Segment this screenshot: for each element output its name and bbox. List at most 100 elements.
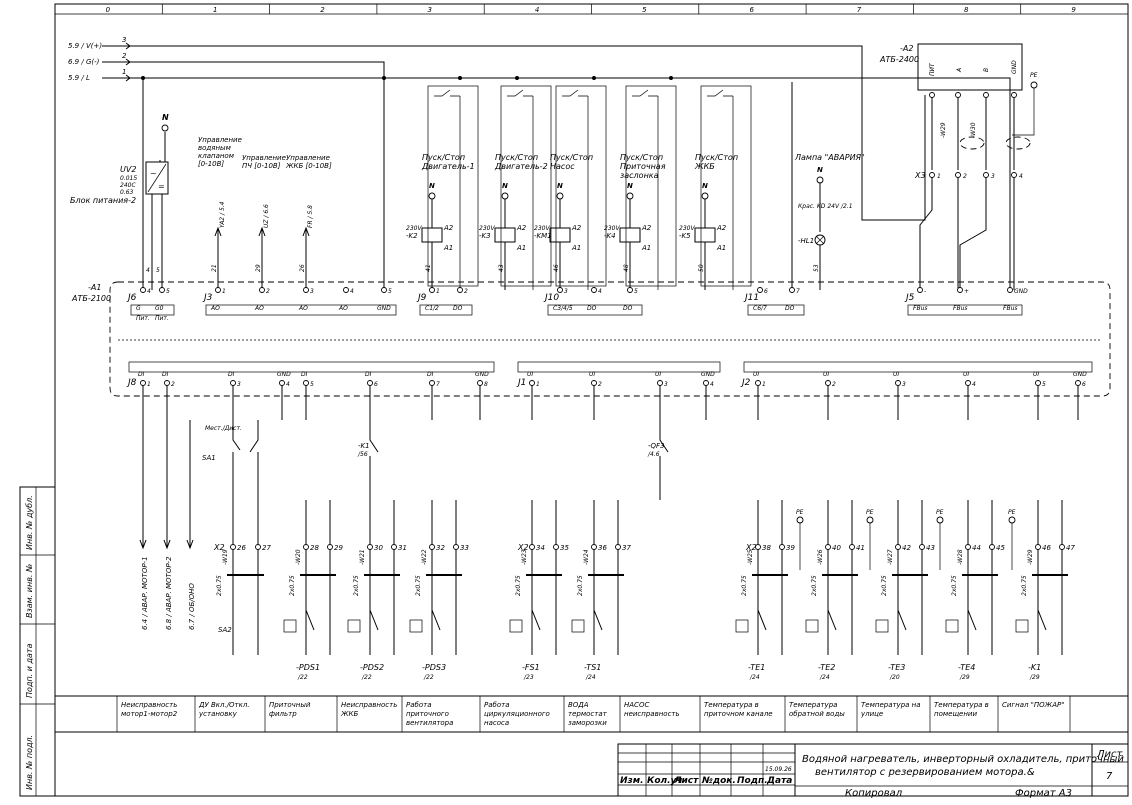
relay-title: ЖКБ [694, 162, 715, 171]
tb-col: Изм. [620, 776, 644, 786]
grid-column-number: 1 [213, 6, 217, 14]
wire-number: 50 [698, 264, 705, 272]
description-text: Неисправность [121, 701, 177, 709]
connector-pin [164, 380, 170, 386]
relay-title: Насос [550, 162, 575, 171]
tb-sheet-number: 7 [1106, 771, 1113, 782]
field-wire [531, 500, 557, 544]
sensor-ref: -TE1 [748, 663, 765, 672]
aux-contact-symbol [659, 420, 669, 500]
connector-pin-label: AO [210, 305, 220, 312]
tb-title: Водяной нагреватель, инверторный охладит… [802, 754, 1124, 778]
pe-label: PE [796, 509, 804, 516]
relay-title: заслонка [620, 171, 659, 180]
connector-pin-label: GND [701, 371, 715, 378]
connector-pin-number: GND [1014, 288, 1028, 295]
connector-pin-label: AO [254, 305, 264, 312]
connector-pin-number: 6 [1082, 381, 1086, 388]
sensor-contact [369, 609, 379, 631]
cable-spec: 2x0.75 [741, 575, 748, 596]
cable-spec: 2x0.75 [289, 575, 296, 596]
control-label: клапаном [198, 152, 235, 160]
coil-pin: A2 [571, 224, 582, 232]
x2-terminal [553, 544, 559, 550]
relay-frame [555, 85, 607, 287]
description-text: Работа [406, 701, 431, 709]
cable-label: -W21 [359, 549, 366, 565]
a2-pin: A [956, 68, 963, 73]
x2-terminal [755, 544, 761, 550]
tb-copied: Копировал [845, 788, 903, 799]
connector-pin [789, 287, 795, 293]
relay-coil [694, 227, 716, 243]
connector-pin-number: 8 [484, 381, 488, 388]
neutral-terminal [626, 192, 634, 200]
connector-pin [757, 287, 763, 293]
pe-label: PE [936, 509, 944, 516]
x2-terminal-number: 33 [460, 544, 469, 552]
connector-pin-number: 5 [388, 288, 392, 295]
aux-contact-ref: -QF3 [648, 442, 665, 450]
connector-pin-number: 1 [147, 381, 151, 388]
x2-terminal-number: 37 [622, 544, 631, 552]
connector-pin-number: 1 [436, 288, 440, 295]
description-text: обратной воды [789, 710, 845, 718]
connector-pin-label: G0 [155, 305, 164, 312]
relay-title: Приточная [620, 162, 666, 171]
connector-pin-number: 1 [536, 381, 540, 388]
connector-pin-number: 3 [310, 288, 314, 295]
sensor-contact [967, 609, 977, 631]
x3-terminal: 2 [963, 173, 967, 180]
connector-pin-number: 3 [564, 288, 568, 295]
psu-pin: 4 [146, 267, 150, 274]
x2-terminal-number: 43 [926, 544, 935, 552]
connector-pin-number: 4 [350, 288, 354, 295]
connector-pin-number: 2 [171, 381, 175, 388]
sensor-ref: -TE4 [958, 663, 975, 672]
grid-column-number: 6 [749, 6, 754, 14]
grid-column-number: 0 [106, 6, 111, 14]
control-label: Управление [286, 154, 330, 162]
field-wire [369, 500, 395, 544]
x2-terminal-number: 44 [972, 544, 981, 552]
connector-pin-number: 1 [222, 288, 226, 295]
psu-spec: 0.015 [120, 175, 137, 182]
connector-pin-label: DO [587, 305, 597, 312]
pe-terminal [866, 516, 874, 524]
cable-spec: 2x0.75 [881, 575, 888, 596]
lamp-title: Лампа "АВАРИЯ" [794, 153, 865, 162]
x2-terminal [230, 544, 236, 550]
connector-pin [529, 380, 535, 386]
x2-terminal-number: 38 [762, 544, 771, 552]
psu-spec: 240С [120, 182, 136, 189]
wire-number: 43 [498, 264, 505, 272]
alarm-output-label: 6.8 / АВАР. МОТОР-2 [165, 556, 173, 630]
connector-body [747, 304, 805, 316]
x2-terminal-number: 30 [374, 544, 383, 552]
relay-ref: -KM1 [534, 232, 552, 240]
description-text: заморозки [568, 719, 607, 727]
connector-pin [429, 380, 435, 386]
connector-pin [303, 287, 309, 293]
relay-coil [421, 227, 443, 243]
connector-pin-label: DI [162, 371, 169, 378]
connector-pin [557, 287, 563, 293]
relay-ref: -K3 [479, 232, 491, 240]
relay-ref: -K2 [406, 232, 418, 240]
x2-terminal-number: 31 [398, 544, 407, 552]
relay-voltage: 230V [679, 225, 695, 232]
svg-text:N: N [817, 166, 823, 174]
cable-label: -W25 [747, 549, 754, 565]
tb-sheet-label: Лист [1096, 749, 1124, 760]
relay-ref: -K5 [679, 232, 691, 240]
connector-body [128, 361, 495, 373]
connector-pin [755, 380, 761, 386]
description-text: Температура в [934, 701, 989, 709]
connector-pin-label: UI [753, 371, 759, 378]
x2-terminal [895, 544, 901, 550]
wire-number: 48 [623, 264, 630, 272]
sensor-contact [305, 609, 315, 631]
lamp-spec: Крас. KD 24V /2.1 [798, 203, 853, 210]
connector-name: J6 [126, 293, 137, 303]
